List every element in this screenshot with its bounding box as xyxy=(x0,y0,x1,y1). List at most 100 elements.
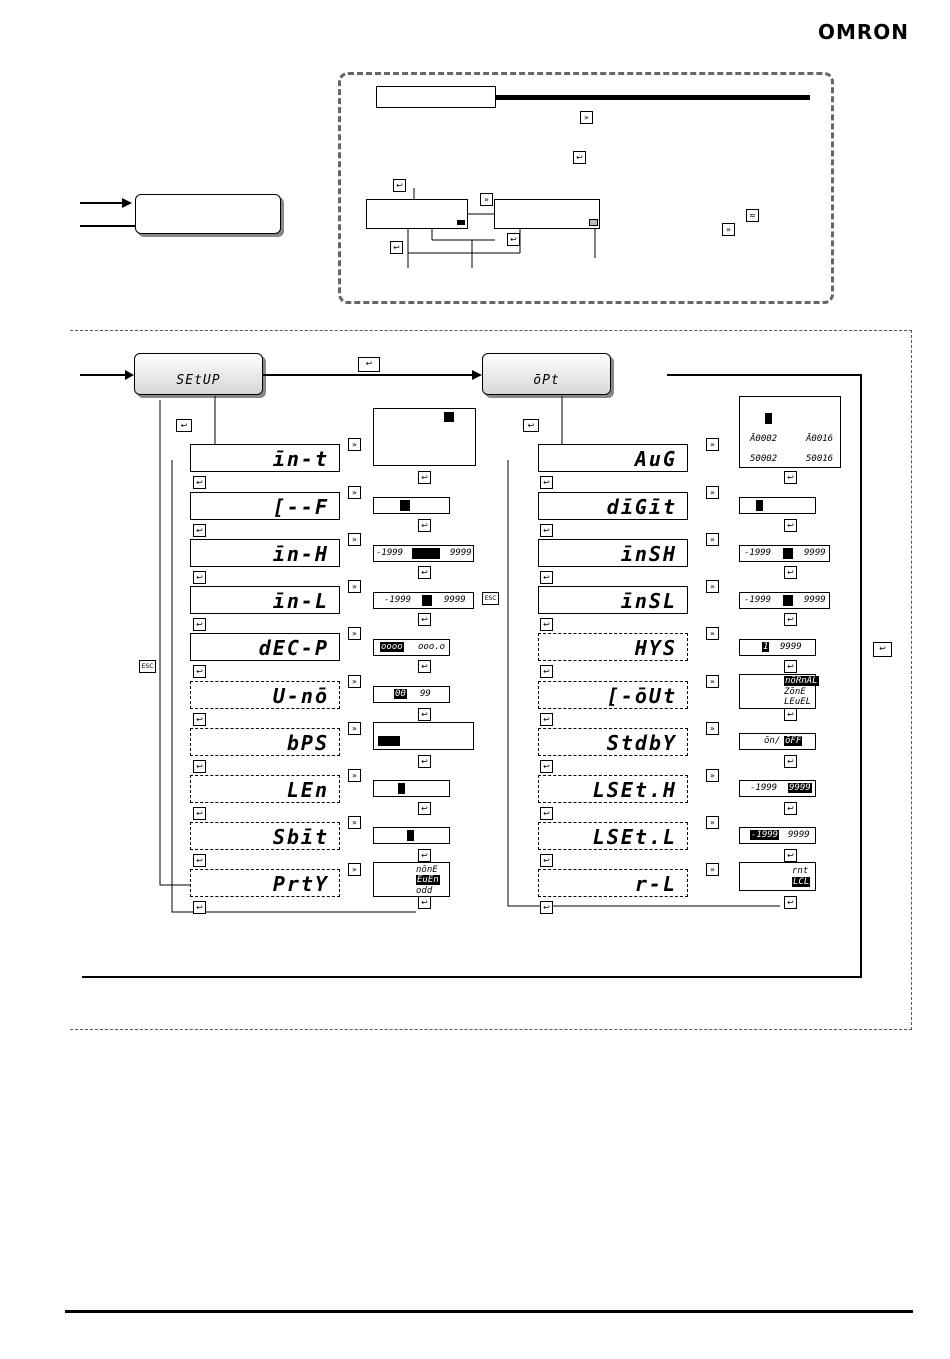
value-avg: Ā0002 Ā0016 50002 50016 xyxy=(739,396,841,468)
escape-line xyxy=(159,400,190,886)
mode-key-icon: ↩ xyxy=(784,802,797,815)
mode-key-icon: ↩ xyxy=(540,713,553,726)
mode-key-icon: ↩ xyxy=(390,241,403,254)
shift-key-icon: » xyxy=(706,580,719,593)
value-sbit xyxy=(373,827,450,844)
param-avg: AuG xyxy=(538,444,688,472)
option-selected: nōRnAL xyxy=(784,676,819,686)
setup-mode-box: SEtUP xyxy=(134,353,263,395)
setup-mode-label: SEtUP xyxy=(176,373,221,388)
value-insl: -1999 9999 xyxy=(739,592,830,609)
option: ōn/ xyxy=(764,736,781,746)
shift-key-icon: » xyxy=(348,816,361,829)
option: nōnE xyxy=(416,865,438,875)
mode-key-icon: ↩ xyxy=(540,618,553,631)
opt-mode-box: ōPt xyxy=(482,353,611,395)
value-len xyxy=(373,780,450,797)
return-line xyxy=(171,460,416,913)
option: Ā0002 xyxy=(750,434,778,444)
min-value: -1999 xyxy=(744,595,772,605)
mode-key-icon: ↩ xyxy=(193,524,206,537)
cursor-digit xyxy=(457,220,465,225)
shift-key-icon: » xyxy=(348,486,361,499)
value-hys: 1 9999 xyxy=(739,639,816,656)
option: odd xyxy=(416,886,433,896)
mode-key-icon: ↩ xyxy=(540,807,553,820)
shift-key-icon: » xyxy=(348,627,361,640)
mode-key-icon: ↩ xyxy=(418,471,431,484)
param-in-h: īn-H xyxy=(190,539,340,567)
selected-marker xyxy=(783,595,793,606)
shift-key-icon: » xyxy=(706,722,719,735)
shift-key-icon: » xyxy=(348,438,361,451)
shift-key-icon: » xyxy=(706,533,719,546)
display-sample-2 xyxy=(494,199,600,229)
mode-key-icon: ↩ xyxy=(193,760,206,773)
min-value: -1999 xyxy=(376,548,404,558)
mode-key-icon: ↩ xyxy=(784,519,797,532)
mode-key-icon: ↩ xyxy=(418,566,431,579)
mode-key-icon: ↩ xyxy=(540,665,553,678)
param-insl: īnSL xyxy=(538,586,688,614)
esc-key-icon: ESC xyxy=(139,660,156,673)
option-selected: EuEn xyxy=(416,875,440,885)
mode-key-icon: ↩ xyxy=(873,642,892,657)
param-lset-l: LSEt.L xyxy=(538,822,688,850)
mode-key-icon: ↩ xyxy=(193,618,206,631)
mode-key-icon: ↩ xyxy=(573,151,586,164)
min-value: -1999 xyxy=(750,830,780,840)
mode-key-icon: ↩ xyxy=(784,849,797,862)
mode-key-icon: ↩ xyxy=(418,613,431,626)
mode-key-icon: ↩ xyxy=(784,660,797,673)
mode-key-icon: ↩ xyxy=(784,613,797,626)
shift-key-icon: » xyxy=(348,769,361,782)
mode-key-icon: ↩ xyxy=(784,896,797,909)
selected-marker xyxy=(412,548,440,559)
arrowhead xyxy=(125,370,134,380)
param-in-t: īn-t xyxy=(190,444,340,472)
return-line xyxy=(507,460,780,907)
mode-key-icon: ↩ xyxy=(540,901,553,914)
param-lset-h: LSEt.H xyxy=(538,775,688,803)
selected-marker xyxy=(444,412,454,422)
mode-key-icon: ↩ xyxy=(540,524,553,537)
option: ooo.o xyxy=(418,642,446,652)
value-bps xyxy=(373,722,474,750)
param-dec-p: dEC-P xyxy=(190,633,340,661)
option: Ā0016 xyxy=(806,434,834,444)
shift-key-icon: » xyxy=(706,816,719,829)
mode-key-icon: ↩ xyxy=(784,708,797,721)
selected-marker xyxy=(407,830,414,841)
mode-key-icon: ↩ xyxy=(418,802,431,815)
param-c-f: [--F xyxy=(190,492,340,520)
option-selected: LCL xyxy=(792,877,811,887)
mode-key-icon: ↩ xyxy=(784,755,797,768)
shift-key-icon: » xyxy=(348,863,361,876)
param-stdby: StdbY xyxy=(538,728,688,756)
mode-key-icon: ↩ xyxy=(193,665,206,678)
mode-key-icon: ↩ xyxy=(193,854,206,867)
param-u-no: U-nō xyxy=(190,681,340,709)
shift-key-icon: » xyxy=(706,769,719,782)
esc-key-icon: ESC xyxy=(482,592,499,605)
explanation-title-bar xyxy=(496,95,810,100)
mode-key-icon: ↩ xyxy=(418,708,431,721)
run-mode-box xyxy=(135,194,281,234)
selected-marker xyxy=(400,500,410,511)
shift-key-icon: » xyxy=(348,580,361,593)
max-value: 9999 xyxy=(804,548,826,558)
mode-key-icon: ↩ xyxy=(418,896,431,909)
param-hys: HYS xyxy=(538,633,688,661)
param-in-l: īn-L xyxy=(190,586,340,614)
opt-mode-label: ōPt xyxy=(533,373,560,388)
min-value: -1999 xyxy=(750,783,778,793)
value-lset-h: -1999 9999 xyxy=(739,780,816,797)
param-prty: PrtY xyxy=(190,869,340,897)
mode-key-icon: ↩ xyxy=(193,713,206,726)
param-len: LEn xyxy=(190,775,340,803)
selected-marker xyxy=(398,783,405,794)
arrowhead xyxy=(122,198,132,208)
value-dec-p: oooo ooo.o xyxy=(373,639,450,656)
value-in-l: -1999 9999 xyxy=(373,592,474,609)
shift-key-icon: » xyxy=(706,627,719,640)
